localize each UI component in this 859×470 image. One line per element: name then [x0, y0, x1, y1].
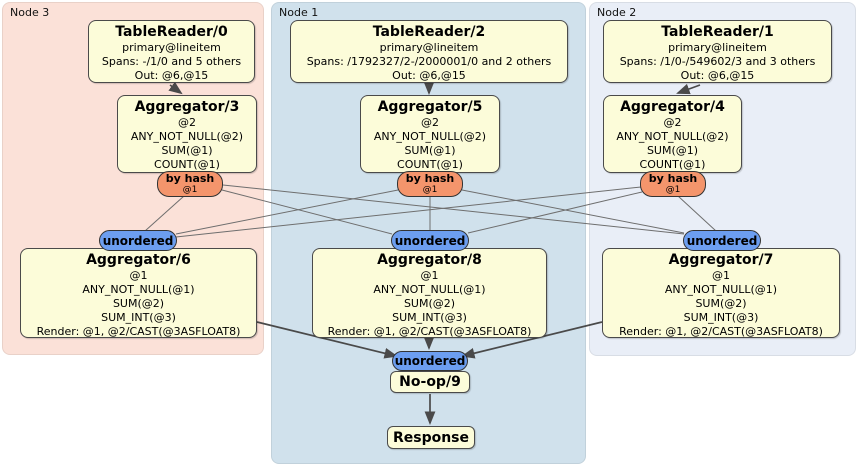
processor-detail: Render: @1, @2/CAST(@3ASFLOAT8) — [327, 325, 532, 338]
processor-detail: COUNT(@1) — [639, 158, 706, 171]
processor-detail: COUNT(@1) — [154, 158, 220, 171]
router-by-hash-label: by hash — [405, 172, 455, 185]
processor-detail: primary@lineitem — [668, 41, 767, 54]
router-by-hash-column: @1 — [665, 185, 681, 195]
sync-unordered-oval: unordered — [391, 230, 469, 251]
processor-detail: @2 — [663, 116, 682, 129]
sync-unordered-oval: unordered — [99, 230, 177, 251]
processor-noop-9: No-op/9 — [390, 371, 470, 393]
processor-tablereader-1: TableReader/1 primary@lineitem Spans: /1… — [603, 20, 832, 83]
router-by-hash-column: @1 — [422, 185, 438, 195]
processor-detail: SUM_INT(@3) — [101, 311, 176, 324]
router-by-hash-label: by hash — [648, 172, 698, 185]
processor-title: Aggregator/3 — [134, 99, 240, 115]
processor-title: Aggregator/8 — [377, 252, 482, 268]
processor-aggregator-5: Aggregator/5 @2 ANY_NOT_NULL(@2) SUM(@1)… — [360, 95, 500, 173]
processor-detail: ANY_NOT_NULL(@2) — [130, 130, 244, 143]
processor-detail: Out: @6,@15 — [392, 69, 466, 82]
processor-detail: @2 — [421, 116, 439, 129]
processor-detail: @2 — [178, 116, 196, 129]
processor-aggregator-3: Aggregator/3 @2 ANY_NOT_NULL(@2) SUM(@1)… — [117, 95, 257, 173]
processor-detail: ANY_NOT_NULL(@1) — [373, 283, 486, 296]
processor-detail: SUM(@2) — [112, 297, 165, 310]
processor-detail: SUM(@2) — [695, 297, 747, 310]
processor-title: Aggregator/5 — [377, 99, 483, 115]
router-by-hash-oval: by hash @1 — [157, 171, 223, 197]
processor-title: Aggregator/6 — [86, 252, 191, 268]
processor-tablereader-2: TableReader/2 primary@lineitem Spans: /1… — [290, 20, 568, 83]
processor-detail: SUM(@1) — [161, 144, 213, 157]
router-by-hash-column: @1 — [182, 185, 198, 195]
processor-detail: primary@lineitem — [122, 41, 221, 54]
region-node-2-label: Node 2 — [597, 6, 637, 19]
processor-detail: primary@lineitem — [379, 41, 479, 54]
processor-title: Aggregator/7 — [668, 252, 774, 268]
processor-detail: SUM(@2) — [403, 297, 456, 310]
router-by-hash-oval: by hash @1 — [397, 171, 463, 197]
processor-detail: ANY_NOT_NULL(@2) — [616, 130, 729, 143]
sync-unordered-oval: unordered — [683, 230, 761, 251]
router-by-hash-label: by hash — [165, 172, 215, 185]
processor-detail: SUM_INT(@3) — [683, 311, 759, 324]
router-by-hash-oval: by hash @1 — [640, 171, 706, 197]
processor-title: TableReader/1 — [661, 24, 774, 40]
processor-aggregator-8: Aggregator/8 @1 ANY_NOT_NULL(@1) SUM(@2)… — [312, 248, 547, 338]
region-node-3-label: Node 3 — [10, 6, 50, 19]
processor-detail: Spans: /1/0-/549602/3 and 3 others — [619, 55, 816, 68]
processor-aggregator-7: Aggregator/7 @1 ANY_NOT_NULL(@1) SUM(@2)… — [602, 248, 840, 338]
processor-detail: @1 — [129, 269, 148, 282]
sync-unordered-final-oval: unordered — [392, 351, 468, 371]
processor-aggregator-4: Aggregator/4 @2 ANY_NOT_NULL(@2) SUM(@1)… — [603, 95, 742, 173]
processor-detail: Out: @6,@15 — [680, 69, 755, 82]
processor-detail: Spans: /1792327/2-/2000001/0 and 2 other… — [306, 55, 552, 68]
processor-title: Aggregator/4 — [620, 99, 725, 115]
processor-detail: SUM_INT(@3) — [392, 311, 467, 324]
processor-aggregator-6: Aggregator/6 @1 ANY_NOT_NULL(@1) SUM(@2)… — [20, 248, 257, 338]
processor-detail: SUM(@1) — [404, 144, 456, 157]
processor-detail: @1 — [712, 269, 730, 282]
processor-detail: ANY_NOT_NULL(@1) — [664, 283, 778, 296]
processor-tablereader-0: TableReader/0 primary@lineitem Spans: -/… — [88, 20, 255, 83]
processor-title: TableReader/2 — [372, 24, 486, 40]
processor-detail: Spans: -/1/0 and 5 others — [101, 55, 242, 68]
processor-detail: Out: @6,@15 — [134, 69, 209, 82]
processor-title: TableReader/0 — [115, 24, 228, 40]
processor-detail: ANY_NOT_NULL(@2) — [373, 130, 487, 143]
processor-detail: Render: @1, @2/CAST(@3ASFLOAT8) — [36, 325, 241, 338]
response-box: Response — [387, 426, 475, 449]
processor-detail: ANY_NOT_NULL(@1) — [82, 283, 195, 296]
processor-detail: SUM(@1) — [646, 144, 699, 157]
processor-detail: Render: @1, @2/CAST(@3ASFLOAT8) — [619, 325, 823, 338]
processor-detail: @1 — [420, 269, 439, 282]
processor-detail: COUNT(@1) — [397, 158, 463, 171]
region-node-1-label: Node 1 — [279, 6, 319, 19]
